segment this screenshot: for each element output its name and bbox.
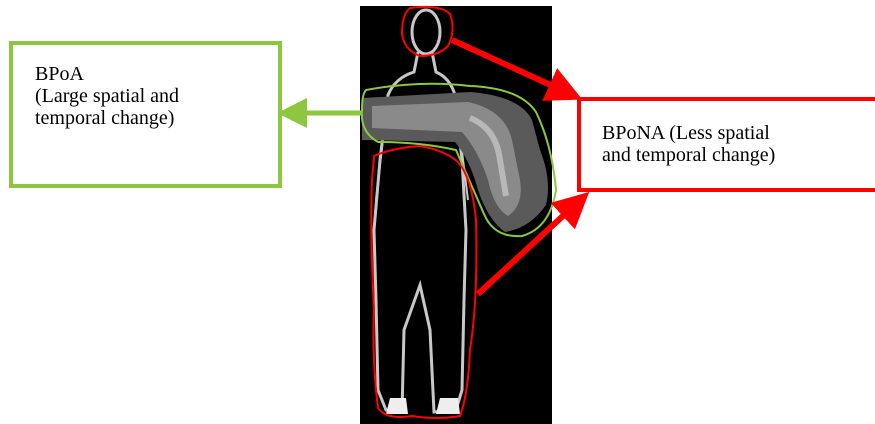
bpoa-label-box: BPoA (Large spatial and temporal change) [9, 41, 282, 188]
right-foot [436, 398, 460, 414]
bponna-label-box: BPoNA (Less spatial and temporal change) [577, 97, 875, 192]
bpoa-label-line-3: temporal change) [35, 107, 179, 129]
bpoa-label-line-1: BPoA [35, 63, 179, 85]
bponna-label: BPoNA (Less spatial and temporal change) [602, 122, 775, 166]
bpoa-label: BPoA (Large spatial and temporal change) [35, 63, 179, 129]
bponna-label-line-1: BPoNA (Less spatial [602, 122, 775, 144]
bponna-label-line-2: and temporal change) [602, 144, 775, 166]
bpoa-label-line-2: (Large spatial and [35, 85, 179, 107]
